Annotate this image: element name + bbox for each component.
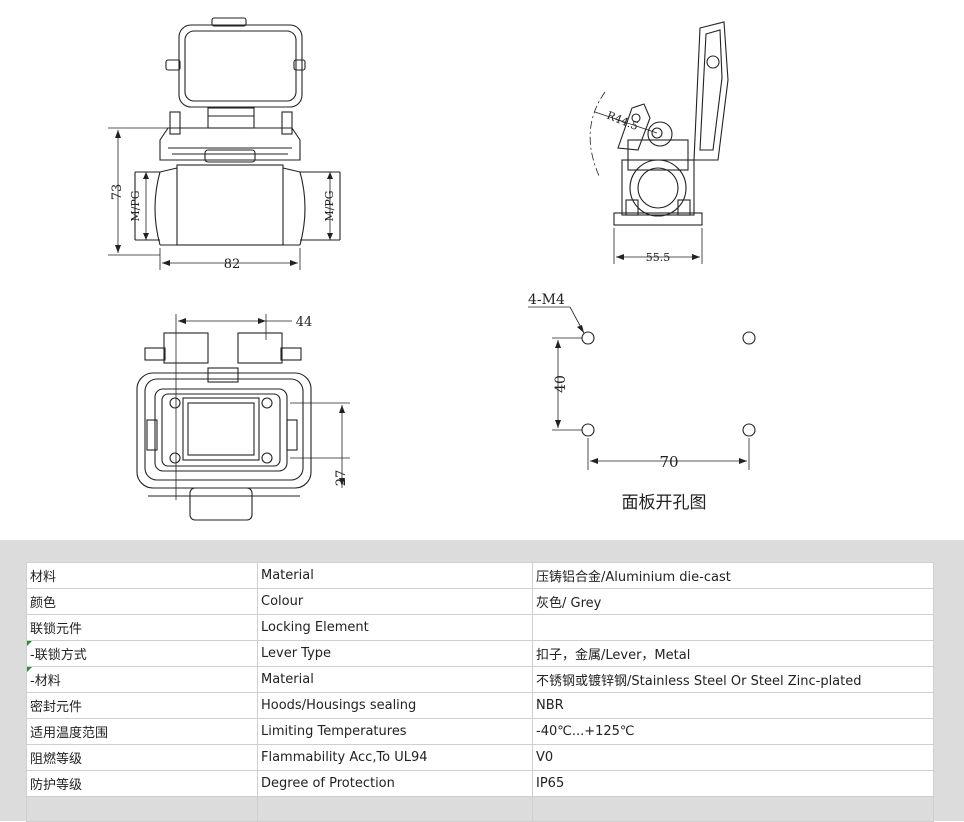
dim-hole-label: 4-M4 bbox=[528, 292, 565, 308]
table-row: 密封元件 Hoods/Housings sealing NBR bbox=[26, 692, 934, 719]
panel-cutout bbox=[581, 331, 756, 437]
empty-cell bbox=[257, 796, 533, 822]
drawing-svg: 73 M/PG M/PG 82 R44.5 55.5 44 27 4-M4 40… bbox=[108, 17, 756, 521]
spec-cn: -材料 bbox=[26, 666, 258, 693]
spec-cn: 防护等级 bbox=[26, 770, 258, 797]
dim-width-top: 44 bbox=[296, 315, 313, 330]
empty-cell bbox=[26, 796, 258, 822]
spec-en: Colour bbox=[257, 588, 533, 615]
spec-value: V0 bbox=[532, 744, 934, 771]
table-row: -材料 Material 不锈钢或镀锌钢/Stainless Steel Or … bbox=[26, 666, 934, 693]
spec-en: Degree of Protection bbox=[257, 770, 533, 797]
front-view bbox=[134, 17, 341, 246]
dim-thread-right: M/PG bbox=[323, 190, 336, 221]
spec-en: Limiting Temperatures bbox=[257, 718, 533, 745]
spec-cn: 适用温度范围 bbox=[26, 718, 258, 745]
table-row-empty bbox=[26, 796, 934, 822]
arrowheads bbox=[115, 130, 747, 486]
dim-depth-top: 27 bbox=[334, 470, 349, 487]
table-row: 适用温度范围 Limiting Temperatures -40℃...+125… bbox=[26, 718, 934, 745]
table-row: 联锁元件 Locking Element bbox=[26, 614, 934, 641]
side-view bbox=[613, 21, 729, 226]
spec-value: NBR bbox=[532, 692, 934, 719]
dim-width-front: 82 bbox=[224, 257, 241, 272]
spec-table: 材料 Material 压铸铝合金/Aluminium die-cast 颜色 … bbox=[26, 562, 934, 822]
spec-value: 不锈钢或镀锌钢/Stainless Steel Or Steel Zinc-pl… bbox=[532, 666, 934, 693]
spec-en: Material bbox=[257, 666, 533, 693]
dim-thread-left: M/PG bbox=[129, 190, 142, 221]
spec-value: 扣子，金属/Lever，Metal bbox=[532, 640, 934, 667]
hole-bottom-left bbox=[581, 423, 595, 437]
spec-value: IP65 bbox=[532, 770, 934, 797]
spec-cn: 阻燃等级 bbox=[26, 744, 258, 771]
spec-value bbox=[532, 614, 934, 641]
hole-bottom-right bbox=[742, 423, 756, 437]
spec-en: Lever Type bbox=[257, 640, 533, 667]
spec-value: 压铸铝合金/Aluminium die-cast bbox=[532, 562, 934, 589]
spec-cn: 密封元件 bbox=[26, 692, 258, 719]
dim-height-front: 73 bbox=[110, 184, 125, 201]
dim-hole-vertical: 40 bbox=[553, 375, 569, 393]
front-dimensions bbox=[108, 127, 331, 270]
empty-cell bbox=[532, 796, 934, 822]
spec-value: 灰色/ Grey bbox=[532, 588, 934, 615]
spec-cn: 颜色 bbox=[26, 588, 258, 615]
table-row: 防护等级 Degree of Protection IP65 bbox=[26, 770, 934, 797]
spec-en: Locking Element bbox=[257, 614, 533, 641]
table-row: 颜色 Colour 灰色/ Grey bbox=[26, 588, 934, 615]
top-dimensions bbox=[175, 314, 350, 500]
top-view bbox=[136, 332, 312, 521]
spec-en: Material bbox=[257, 562, 533, 589]
side-dimensions bbox=[589, 91, 703, 264]
table-row: 材料 Material 压铸铝合金/Aluminium die-cast bbox=[26, 562, 934, 589]
hole-top-right bbox=[742, 331, 756, 345]
spec-en: Flammability Acc,To UL94 bbox=[257, 744, 533, 771]
panel-dimensions bbox=[528, 306, 750, 470]
spec-value: -40℃...+125℃ bbox=[532, 718, 934, 745]
spec-section: 材料 Material 压铸铝合金/Aluminium die-cast 颜色 … bbox=[0, 540, 964, 822]
dim-radius: R44.5 bbox=[605, 109, 640, 133]
technical-drawing: 73 M/PG M/PG 82 R44.5 55.5 44 27 4-M4 40… bbox=[108, 17, 756, 521]
spec-cn: 联锁元件 bbox=[26, 614, 258, 641]
panel-caption: 面板开孔图 bbox=[622, 493, 707, 513]
hole-top-left bbox=[581, 331, 595, 345]
table-row: 阻燃等级 Flammability Acc,To UL94 V0 bbox=[26, 744, 934, 771]
spec-en: Hoods/Housings sealing bbox=[257, 692, 533, 719]
dim-hole-horizontal: 70 bbox=[659, 453, 678, 471]
dim-width-side: 55.5 bbox=[646, 251, 671, 264]
table-row: -联锁方式 Lever Type 扣子，金属/Lever，Metal bbox=[26, 640, 934, 667]
spec-cn: -联锁方式 bbox=[26, 640, 258, 667]
spec-cn: 材料 bbox=[26, 562, 258, 589]
